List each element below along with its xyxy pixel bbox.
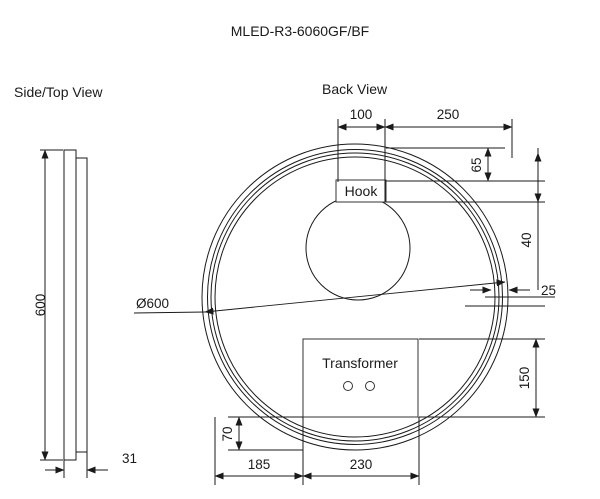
dim-right-65: 65	[469, 157, 484, 172]
top-dimension-group: 100 250	[337, 107, 513, 202]
dim-right-40: 40	[519, 232, 534, 247]
back-view-group: Ø600 Hook Transformer	[133, 143, 509, 451]
side-view-outer-panel	[63, 149, 77, 461]
dim-diameter: Ø600	[136, 296, 169, 311]
dim-right-25: 25	[541, 283, 556, 298]
transformer-hole-right	[365, 381, 375, 391]
view-label-back: Back View	[322, 81, 388, 97]
dim-bottom-left: 185	[248, 457, 271, 472]
dim-side-height: 600	[33, 294, 48, 317]
hook-label: Hook	[345, 183, 379, 199]
transformer-box	[302, 338, 419, 418]
diameter-leader-line	[204, 279, 506, 315]
mirror-center-circle	[305, 195, 411, 301]
diameter-leader-tail	[133, 311, 206, 314]
side-view-group: 600 31	[33, 149, 137, 478]
dim-bottom-70: 70	[220, 426, 235, 441]
hook-box	[335, 179, 387, 203]
transformer-hole-left	[343, 381, 353, 391]
dim-right-150: 150	[517, 367, 532, 390]
dim-side-depth: 31	[122, 451, 137, 466]
side-view-inner-panel	[75, 157, 88, 453]
dim-bottom-right: 230	[350, 457, 373, 472]
right-dimension-group: 65 40 25 150	[386, 147, 556, 418]
transformer-label: Transformer	[322, 355, 398, 371]
dim-top-left: 100	[350, 107, 373, 122]
dim-top-right: 250	[437, 107, 460, 122]
bottom-dimension-group: 70 185 230	[214, 416, 420, 485]
page-title: MLED-R3-6060GF/BF	[231, 23, 369, 39]
view-label-side-top: Side/Top View	[14, 84, 103, 100]
